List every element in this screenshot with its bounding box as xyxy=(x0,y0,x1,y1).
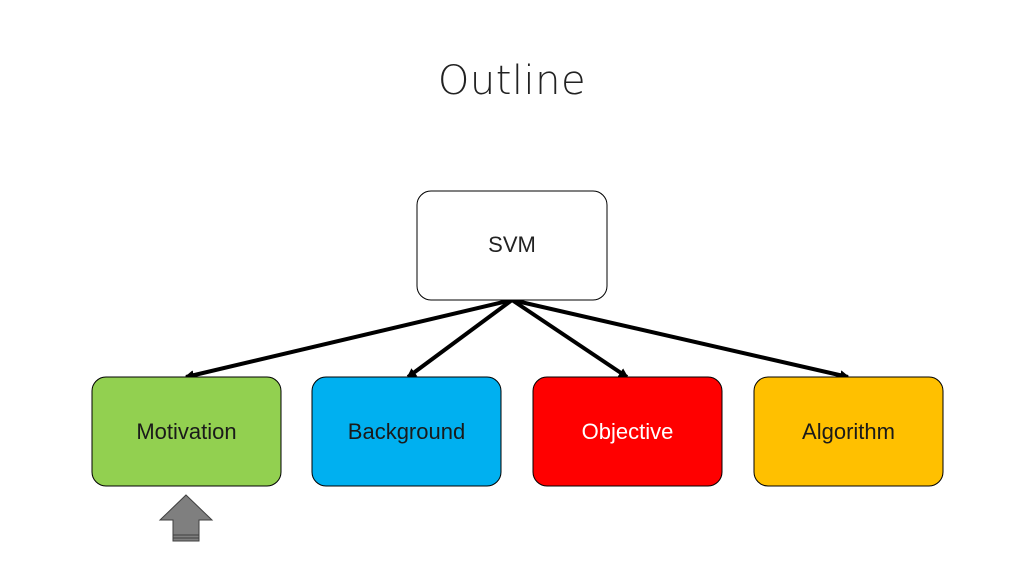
connectors xyxy=(184,298,850,381)
node-algorithm-box xyxy=(753,376,944,487)
node-svm-box xyxy=(416,190,608,301)
node-svm[interactable]: SVM xyxy=(416,190,608,301)
current-section-indicator xyxy=(158,494,214,542)
connector-algorithm xyxy=(511,298,850,381)
slide-title: Outline xyxy=(437,58,587,104)
node-objective[interactable]: Objective xyxy=(532,376,723,487)
node-background-box xyxy=(311,376,502,487)
connector-motivation xyxy=(184,298,513,381)
node-background-label: Background xyxy=(348,419,465,444)
node-objective-box xyxy=(532,376,723,487)
node-svm-label: SVM xyxy=(488,232,536,257)
up-arrow-icon xyxy=(158,494,214,542)
node-motivation-box xyxy=(91,376,282,487)
node-motivation[interactable]: Motivation xyxy=(91,376,282,487)
node-motivation-label: Motivation xyxy=(136,419,236,444)
node-objective-label: Objective xyxy=(582,419,674,444)
connector-background xyxy=(406,298,514,379)
node-background[interactable]: Background xyxy=(311,376,502,487)
node-algorithm[interactable]: Algorithm xyxy=(753,376,944,487)
node-algorithm-label: Algorithm xyxy=(802,419,895,444)
connector-objective xyxy=(510,298,629,379)
